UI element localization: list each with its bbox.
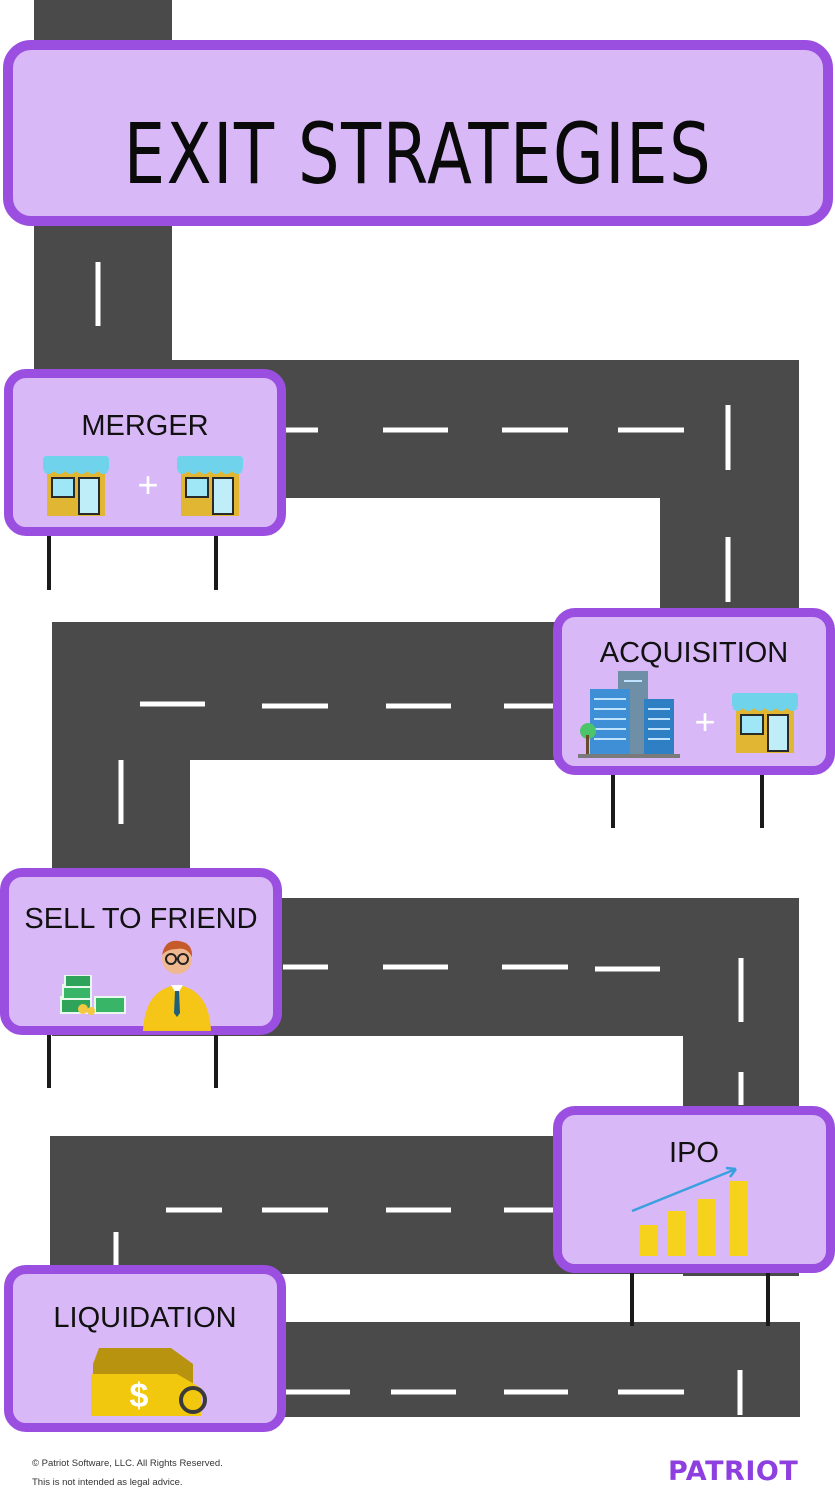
storefront-icon	[43, 456, 109, 516]
office-buildings-icon	[578, 671, 680, 758]
merger-sign: MERGER +	[4, 369, 286, 536]
cash-stack-icon	[60, 975, 126, 1015]
copyright-notice: © Patriot Software, LLC. All Rights Rese…	[32, 1458, 223, 1469]
sign-post	[214, 532, 218, 590]
ipo-label: IPO	[669, 1137, 719, 1169]
sign-post	[47, 532, 51, 590]
acquisition-sign: ACQUISITION +	[553, 608, 835, 775]
sell-to-friend-label: SELL TO FRIEND	[24, 903, 258, 935]
liquidation-sign: LIQUIDATION $	[4, 1265, 286, 1432]
plus-sign: +	[694, 701, 716, 742]
sign-post	[630, 1268, 634, 1326]
price-tag-icon	[91, 1348, 207, 1416]
patriot-logo: PATRIOT	[668, 1456, 799, 1487]
sell-to-friend-sign: SELL TO FRIEND	[0, 868, 282, 1035]
sign-post	[766, 1268, 770, 1326]
storefront-icon	[177, 456, 243, 516]
acquisition-label: ACQUISITION	[599, 637, 789, 669]
sign-post	[611, 770, 615, 828]
legal-disclaimer: This is not intended as legal advice.	[32, 1477, 183, 1488]
sign-post	[214, 1030, 218, 1088]
page-title: EXIT STRATEGIES	[123, 105, 713, 203]
dollar-sign: $	[129, 1377, 149, 1415]
sign-post	[47, 1030, 51, 1088]
storefront-icon	[732, 693, 798, 753]
growth-chart-icon	[631, 1166, 748, 1256]
ipo-sign: IPO	[553, 1106, 835, 1273]
title-banner: EXIT STRATEGIES	[3, 40, 833, 226]
businessman-icon	[143, 940, 211, 1031]
merger-label: MERGER	[81, 410, 209, 442]
sign-post	[760, 770, 764, 828]
plus-sign: +	[137, 464, 159, 505]
liquidation-label: LIQUIDATION	[53, 1302, 237, 1334]
